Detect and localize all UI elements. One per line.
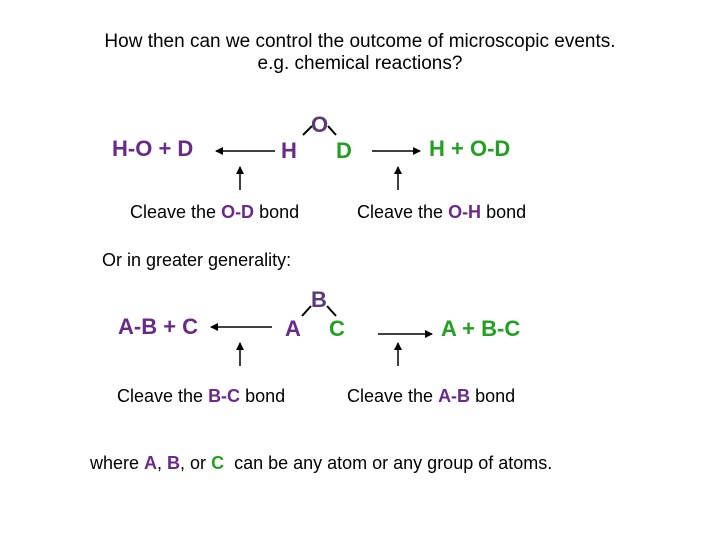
bond-o-d — [327, 125, 337, 136]
caption-prefix: Cleave the — [347, 386, 439, 406]
reaction1-right-product: H + O-D — [429, 136, 511, 161]
footer-text: , or — [180, 453, 212, 473]
footer-text: , — [157, 453, 168, 473]
caption-prefix: Cleave the — [130, 202, 222, 222]
footer-note: where A, B, or C can be any atom or any … — [90, 452, 552, 474]
title-line-1: How then can we control the outcome of m… — [104, 31, 616, 52]
reaction2-center-left-atom: A — [285, 316, 301, 341]
caption-prefix: Cleave the — [357, 202, 449, 222]
caption-bond: O-D — [221, 202, 255, 222]
caption-suffix: bond — [254, 202, 300, 222]
reaction2-left-product: A-B + C — [118, 314, 199, 339]
reaction2-center-top-atom: B — [311, 287, 327, 312]
reaction1-center-left-atom: H — [281, 138, 297, 163]
reaction1-left-product: H-O + D — [112, 136, 194, 161]
caption-suffix: bond — [481, 202, 527, 222]
reaction2-center-right-atom: C — [329, 316, 345, 341]
generality-label: Or in greater generality: — [102, 250, 292, 270]
caption-bond: O-H — [448, 202, 482, 222]
caption-bond: A-B — [438, 386, 471, 406]
reaction2-caption-left: Cleave the B-C bond — [117, 385, 285, 407]
footer-b: B — [167, 453, 181, 473]
reaction2-right-product: A + B-C — [441, 316, 521, 341]
reaction1-center-top-atom: O — [311, 112, 329, 137]
caption-suffix: bond — [470, 386, 516, 406]
footer-text: can be any atom or any group of atoms. — [224, 453, 553, 473]
bond-h-o — [302, 125, 313, 136]
footer-c: C — [211, 453, 225, 473]
caption-suffix: bond — [240, 386, 286, 406]
bond-b-c — [326, 305, 337, 317]
title-line-2: e.g. chemical reactions? — [257, 53, 463, 74]
reaction1-caption-left: Cleave the O-D bond — [130, 201, 299, 223]
footer-a: A — [144, 453, 158, 473]
bond-a-b — [301, 305, 312, 317]
reaction1-caption-right: Cleave the O-H bond — [357, 201, 526, 223]
caption-bond: B-C — [208, 386, 241, 406]
reaction2-caption-right: Cleave the A-B bond — [347, 385, 515, 407]
caption-prefix: Cleave the — [117, 386, 209, 406]
footer-text: where — [90, 453, 145, 473]
reaction1-center-right-atom: D — [336, 138, 352, 163]
